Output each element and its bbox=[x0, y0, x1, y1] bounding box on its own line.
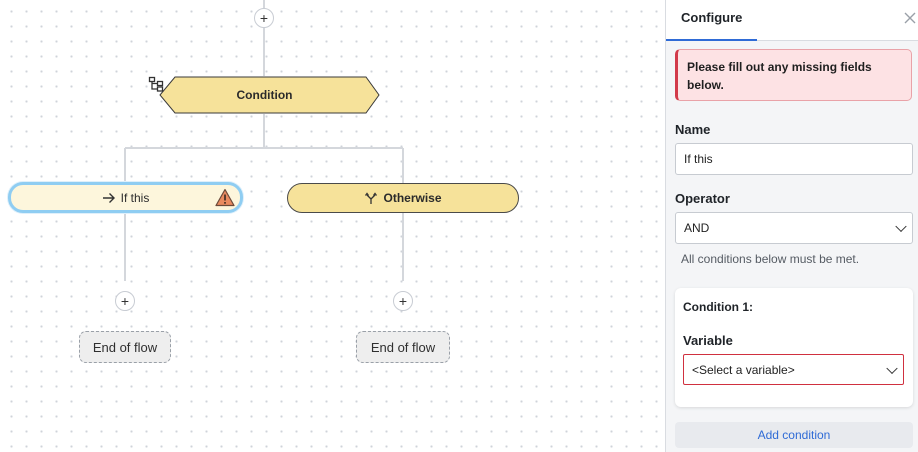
operator-select-value: AND bbox=[684, 221, 710, 235]
variable-label: Variable bbox=[683, 333, 733, 348]
flow-canvas[interactable]: + Condition If this bbox=[0, 0, 665, 452]
add-condition-button[interactable]: Add condition bbox=[675, 422, 913, 448]
end-of-flow-label: End of flow bbox=[92, 339, 158, 355]
operator-select[interactable]: AND bbox=[675, 212, 913, 244]
name-label: Name bbox=[675, 122, 711, 137]
chevron-down-icon bbox=[895, 220, 907, 233]
condition-node-shape bbox=[159, 76, 380, 114]
close-icon[interactable] bbox=[902, 10, 918, 26]
add-step-button-if-this[interactable]: + bbox=[115, 291, 135, 311]
panel-header: Configure bbox=[666, 0, 918, 41]
end-of-flow-node-if-this: End of flow bbox=[79, 331, 171, 363]
error-banner: Please fill out any missing fields below… bbox=[675, 49, 912, 101]
plus-icon: + bbox=[398, 293, 408, 309]
operator-label: Operator bbox=[675, 191, 730, 206]
configure-panel: Configure Please fill out any missing fi… bbox=[665, 0, 918, 452]
branch-otherwise-label: Otherwise bbox=[383, 191, 442, 205]
plus-icon: + bbox=[120, 293, 130, 309]
condition-node-label: Condition bbox=[236, 88, 293, 102]
name-input-value: If this bbox=[684, 152, 713, 166]
add-step-button-top[interactable]: + bbox=[254, 8, 274, 28]
hierarchy-icon bbox=[148, 76, 164, 92]
end-of-flow-node-otherwise: End of flow bbox=[356, 331, 450, 363]
condition-card-title: Condition 1: bbox=[683, 300, 753, 314]
variable-select[interactable]: <Select a variable> bbox=[683, 354, 904, 385]
panel-title[interactable]: Configure bbox=[681, 10, 743, 25]
branch-icon bbox=[365, 192, 378, 204]
arrow-right-icon bbox=[102, 192, 115, 203]
active-tab-indicator bbox=[666, 39, 757, 41]
end-of-flow-label: End of flow bbox=[370, 339, 436, 355]
condition-card: Condition 1: Variable <Select a variable… bbox=[675, 288, 913, 407]
add-condition-label: Add condition bbox=[757, 428, 831, 442]
chevron-down-icon bbox=[886, 362, 898, 374]
condition-node[interactable]: Condition bbox=[148, 76, 381, 114]
flow-connectors bbox=[124, 0, 404, 281]
branch-if-this-label: If this bbox=[120, 190, 150, 205]
plus-icon: + bbox=[259, 10, 269, 26]
warning-icon bbox=[215, 188, 235, 207]
branch-if-this-node[interactable]: If this bbox=[8, 182, 243, 213]
operator-hint: All conditions below must be met. bbox=[681, 252, 860, 266]
add-step-button-otherwise[interactable]: + bbox=[393, 291, 413, 311]
name-input[interactable]: If this bbox=[675, 143, 913, 175]
branch-otherwise-node[interactable]: Otherwise bbox=[287, 183, 519, 213]
variable-select-value: <Select a variable> bbox=[692, 362, 795, 377]
